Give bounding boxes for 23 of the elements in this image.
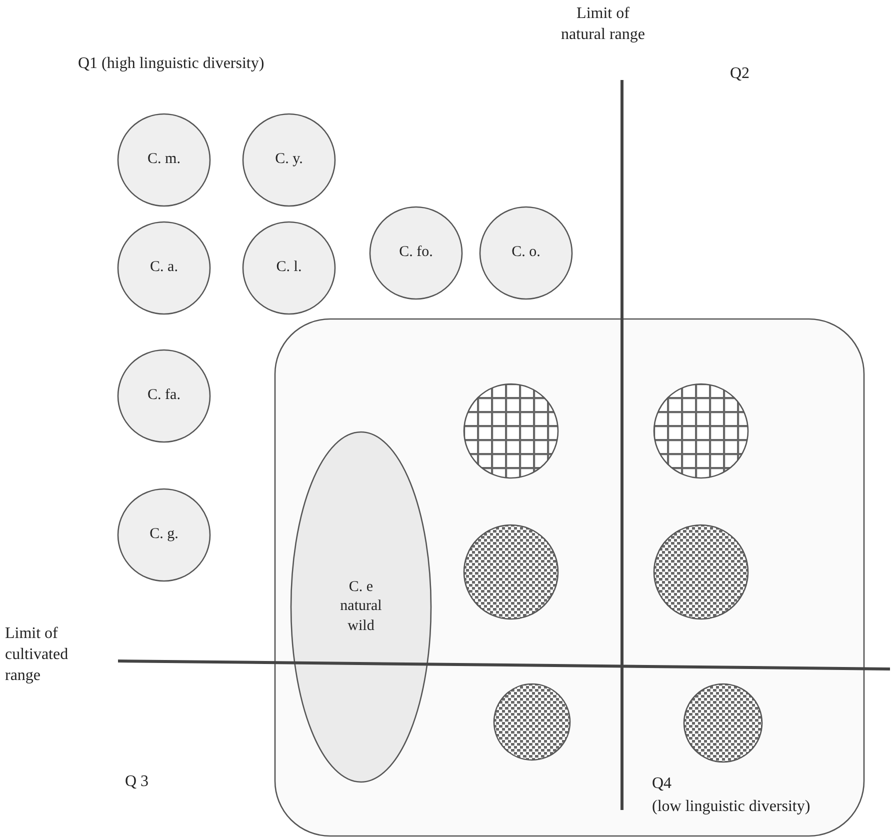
quadrant-label: (low linguistic diversity) [652,797,810,817]
dotted-circle [493,683,571,761]
quadrant-label: Q4 [652,774,672,794]
species-label: C. fa. [148,386,180,406]
quadrant-label: Q2 [730,64,750,84]
range-area [274,318,865,837]
hatched-circle [463,383,559,479]
species-label: C. e natural wild [339,578,383,636]
hatched-circle [653,383,749,479]
species-label: C. g. [150,525,178,544]
axis-label: Limit of natural range [560,4,646,45]
dotted-circle [463,524,559,620]
species-label: C. m. [148,150,180,170]
axis-label: Limit of cultivated range [5,624,70,686]
species-label: C. a. [150,258,178,278]
quadrant-label: Q 3 [125,772,149,792]
species-label: C. o. [512,243,540,262]
dotted-circle [653,524,749,620]
quadrant-label: Q1 (high linguistic diversity) [78,54,264,74]
species-label: C. y. [275,150,303,170]
dotted-circle [683,683,763,763]
species-label: C. fo. [399,243,433,262]
species-label: C. l. [276,258,302,278]
